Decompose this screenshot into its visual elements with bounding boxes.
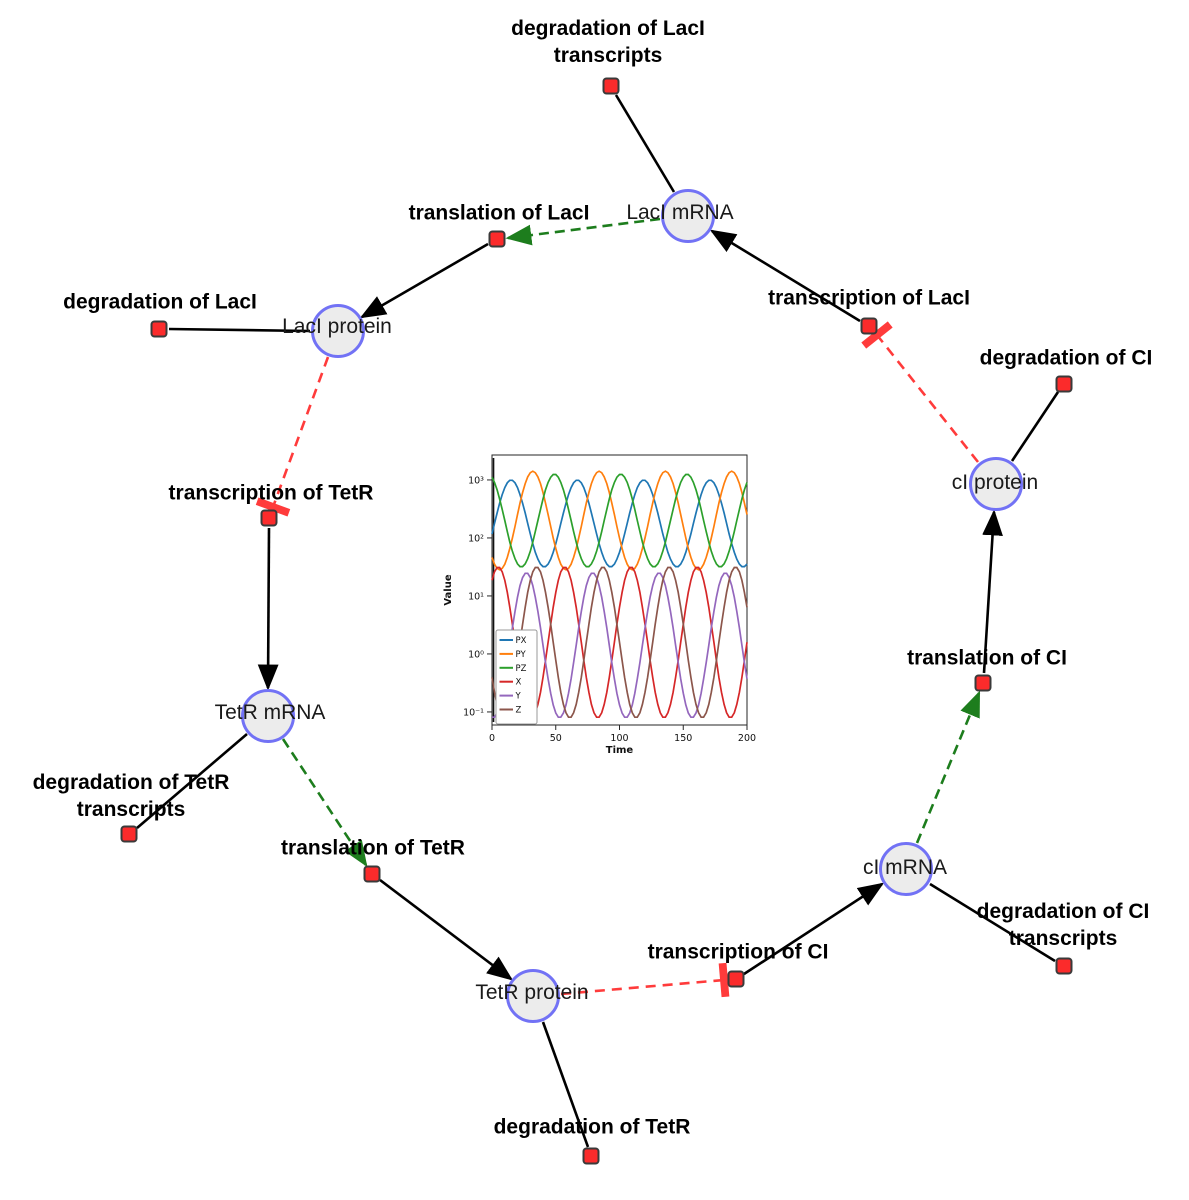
- reaction-node-translation-laci: [488, 230, 506, 248]
- legend-label-Z: Z: [516, 706, 522, 716]
- y-axis-label: Value: [443, 574, 454, 605]
- reaction-node-translation-ci: [974, 674, 992, 692]
- edge-product-transcription-ci-product: [743, 882, 885, 976]
- reaction-label-line: transcripts: [1008, 927, 1118, 950]
- reaction-label-line: translation of CI: [907, 646, 1067, 670]
- reaction-label-line: transcription of LacI: [768, 286, 970, 310]
- reaction-label-translation-laci: translation of LacI: [409, 200, 590, 227]
- edge-consumption-laci-protein-to-deg: [168, 327, 311, 333]
- edge-consumption-ci-protein-to-deg: [1010, 391, 1060, 462]
- species-node-laci-protein: [311, 304, 365, 358]
- edge-modifier-ci-mrna-mod-translation: [915, 690, 981, 844]
- reaction-label-line: degradation of LacI: [63, 290, 257, 314]
- reaction-label-line: transcription of TetR: [168, 481, 374, 505]
- edge-consumption-laci-mrna-to-deg: [614, 94, 676, 193]
- legend-label-Y: Y: [515, 692, 522, 702]
- species-label-ci-mrna: cI mRNA: [863, 856, 947, 879]
- reaction-label-line: degradation of LacI: [511, 17, 705, 40]
- reaction-label-transcription-tetr: transcription of TetR: [169, 480, 374, 507]
- edge-modifier-tetr-mrna-mod-translation: [281, 738, 368, 868]
- reaction-label-line: translation of LacI: [408, 201, 590, 225]
- reaction-node-transcription-tetr: [260, 509, 278, 527]
- reaction-label-deg-laci: degradation of LacI: [63, 289, 257, 316]
- curve-PY: [491, 470, 748, 571]
- reaction-node-deg-laci-transcripts: [602, 77, 620, 95]
- reaction-label-translation-ci: translation of CI: [907, 645, 1067, 672]
- edge-product-transcription-laci-product: [709, 229, 861, 323]
- species-node-ci-mrna: [879, 842, 933, 896]
- species-label-tetr-mrna: TetR mRNA: [214, 701, 326, 724]
- reaction-label-line: transcripts: [76, 798, 186, 821]
- reaction-node-deg-laci: [150, 320, 168, 338]
- reaction-label-deg-tetr-transcripts: degradation of TetR transcripts: [33, 769, 230, 823]
- x-tick-label: 50: [550, 733, 562, 744]
- edge-product-transcription-tetr-product: [257, 527, 279, 691]
- legend-label-X: X: [516, 678, 522, 688]
- edge-consumption-tetr-mrna-to-deg: [136, 733, 248, 829]
- species-node-laci-mrna: [661, 189, 715, 243]
- species-label-tetr-protein: TetR protein: [475, 981, 589, 1004]
- reaction-label-line: degradation of TetR: [493, 1115, 691, 1139]
- edge-product-translation-laci-product: [359, 242, 489, 319]
- curve-Z: [491, 566, 748, 719]
- edge-inhibition-laci-inhibits-tetr: [255, 356, 330, 517]
- reaction-node-deg-tetr-transcripts: [120, 825, 138, 843]
- reaction-node-deg-ci-transcripts: [1055, 957, 1073, 975]
- y-tick-label: 10³: [468, 475, 484, 486]
- species-label-laci-protein: LacI protein: [282, 315, 392, 338]
- edge-product-translation-tetr-product: [379, 878, 514, 981]
- curve-PZ: [491, 473, 748, 568]
- edge-consumption-ci-mrna-to-deg: [929, 882, 1056, 963]
- y-tick-label: 10⁰: [468, 649, 484, 660]
- reaction-node-deg-ci: [1055, 375, 1073, 393]
- curve-PX: [491, 479, 748, 568]
- reaction-node-transcription-laci: [860, 317, 878, 335]
- reaction-label-line: transcription of CI: [647, 940, 829, 964]
- reaction-node-translation-tetr: [363, 865, 381, 883]
- x-axis-label: Time: [606, 745, 634, 756]
- reaction-node-deg-tetr: [582, 1147, 600, 1165]
- reaction-label-line: degradation of CI: [979, 346, 1153, 370]
- reaction-label-line: translation of TetR: [281, 836, 465, 860]
- reaction-label-translation-tetr: translation of TetR: [281, 835, 465, 862]
- x-tick-label: 200: [738, 733, 756, 744]
- species-label-laci-mrna: LacI mRNA: [626, 201, 734, 224]
- edge-modifier-laci-mrna-mod-translation: [505, 217, 661, 246]
- edge-inhibition-tetr-inhibits-ci: [560, 962, 730, 998]
- y-tick-label: 10²: [468, 533, 484, 544]
- reaction-node-transcription-ci: [727, 970, 745, 988]
- reaction-label-deg-ci-transcripts: degradation of CI transcripts: [977, 898, 1150, 952]
- y-tick-label: 10⁻¹: [463, 707, 484, 718]
- reaction-label-transcription-laci: transcription of LacI: [768, 285, 970, 312]
- y-tick-label: 10¹: [468, 591, 484, 602]
- species-node-tetr-protein: [506, 969, 560, 1023]
- edge-product-translation-ci-product: [982, 509, 1003, 674]
- legend-label-PX: PX: [516, 636, 527, 646]
- edge-consumption-tetr-protein-to-deg: [541, 1021, 590, 1148]
- x-tick-label: 0: [489, 733, 495, 744]
- reaction-label-deg-ci: degradation of CI: [980, 345, 1153, 372]
- reaction-label-deg-laci-transcripts: degradation of LacI transcripts: [511, 15, 705, 69]
- reaction-label-transcription-ci: transcription of CI: [648, 939, 829, 966]
- x-tick-label: 100: [610, 733, 628, 744]
- x-tick-label: 150: [674, 733, 692, 744]
- reaction-label-line: degradation of CI: [976, 900, 1150, 923]
- species-label-ci-protein: cI protein: [951, 471, 1039, 494]
- reaction-label-line: degradation of TetR: [32, 771, 230, 794]
- reaction-label-line: transcripts: [553, 44, 663, 67]
- reaction-label-deg-tetr: degradation of TetR: [494, 1114, 691, 1141]
- legend-label-PY: PY: [516, 650, 527, 660]
- legend-label-PZ: PZ: [516, 664, 527, 674]
- curve-Y: [492, 572, 748, 719]
